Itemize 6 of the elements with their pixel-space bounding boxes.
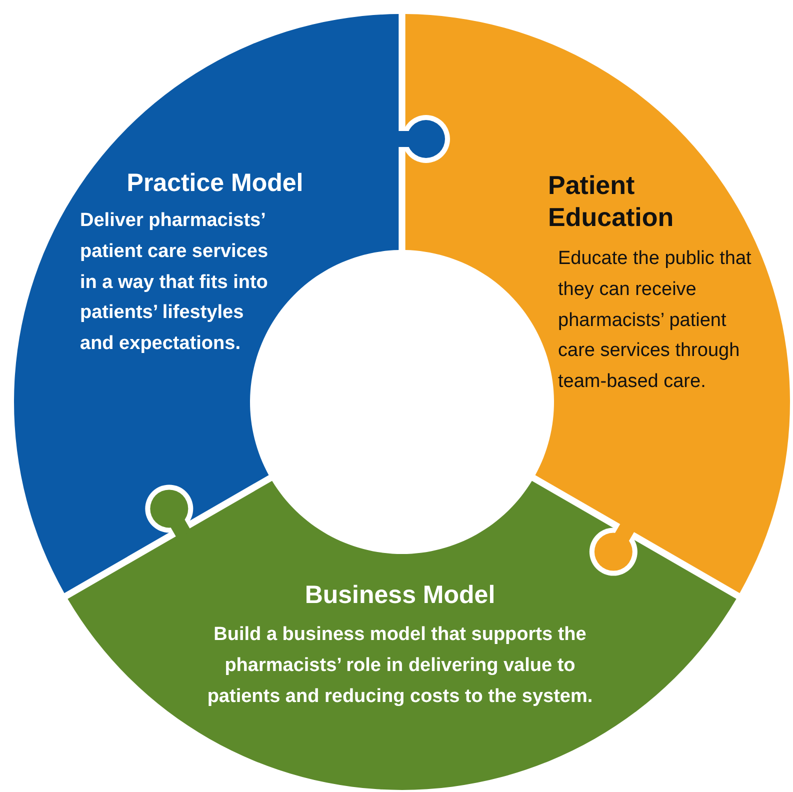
heading: Business Model (304, 580, 496, 610)
description: Build a business model that supports the pharmacists’ role in delivering value to patients and reducing costs to the system. (206, 623, 594, 709)
heading: Practice Model (126, 168, 304, 198)
description: Educate the public that they can receive pharmacists’ patient care services through team-based care. (558, 247, 752, 394)
description: Deliver pharmacists’ patient care services in a way that fits into patients’ lifestyles and expectations. (80, 209, 268, 356)
heading: Patient Education (548, 170, 675, 234)
